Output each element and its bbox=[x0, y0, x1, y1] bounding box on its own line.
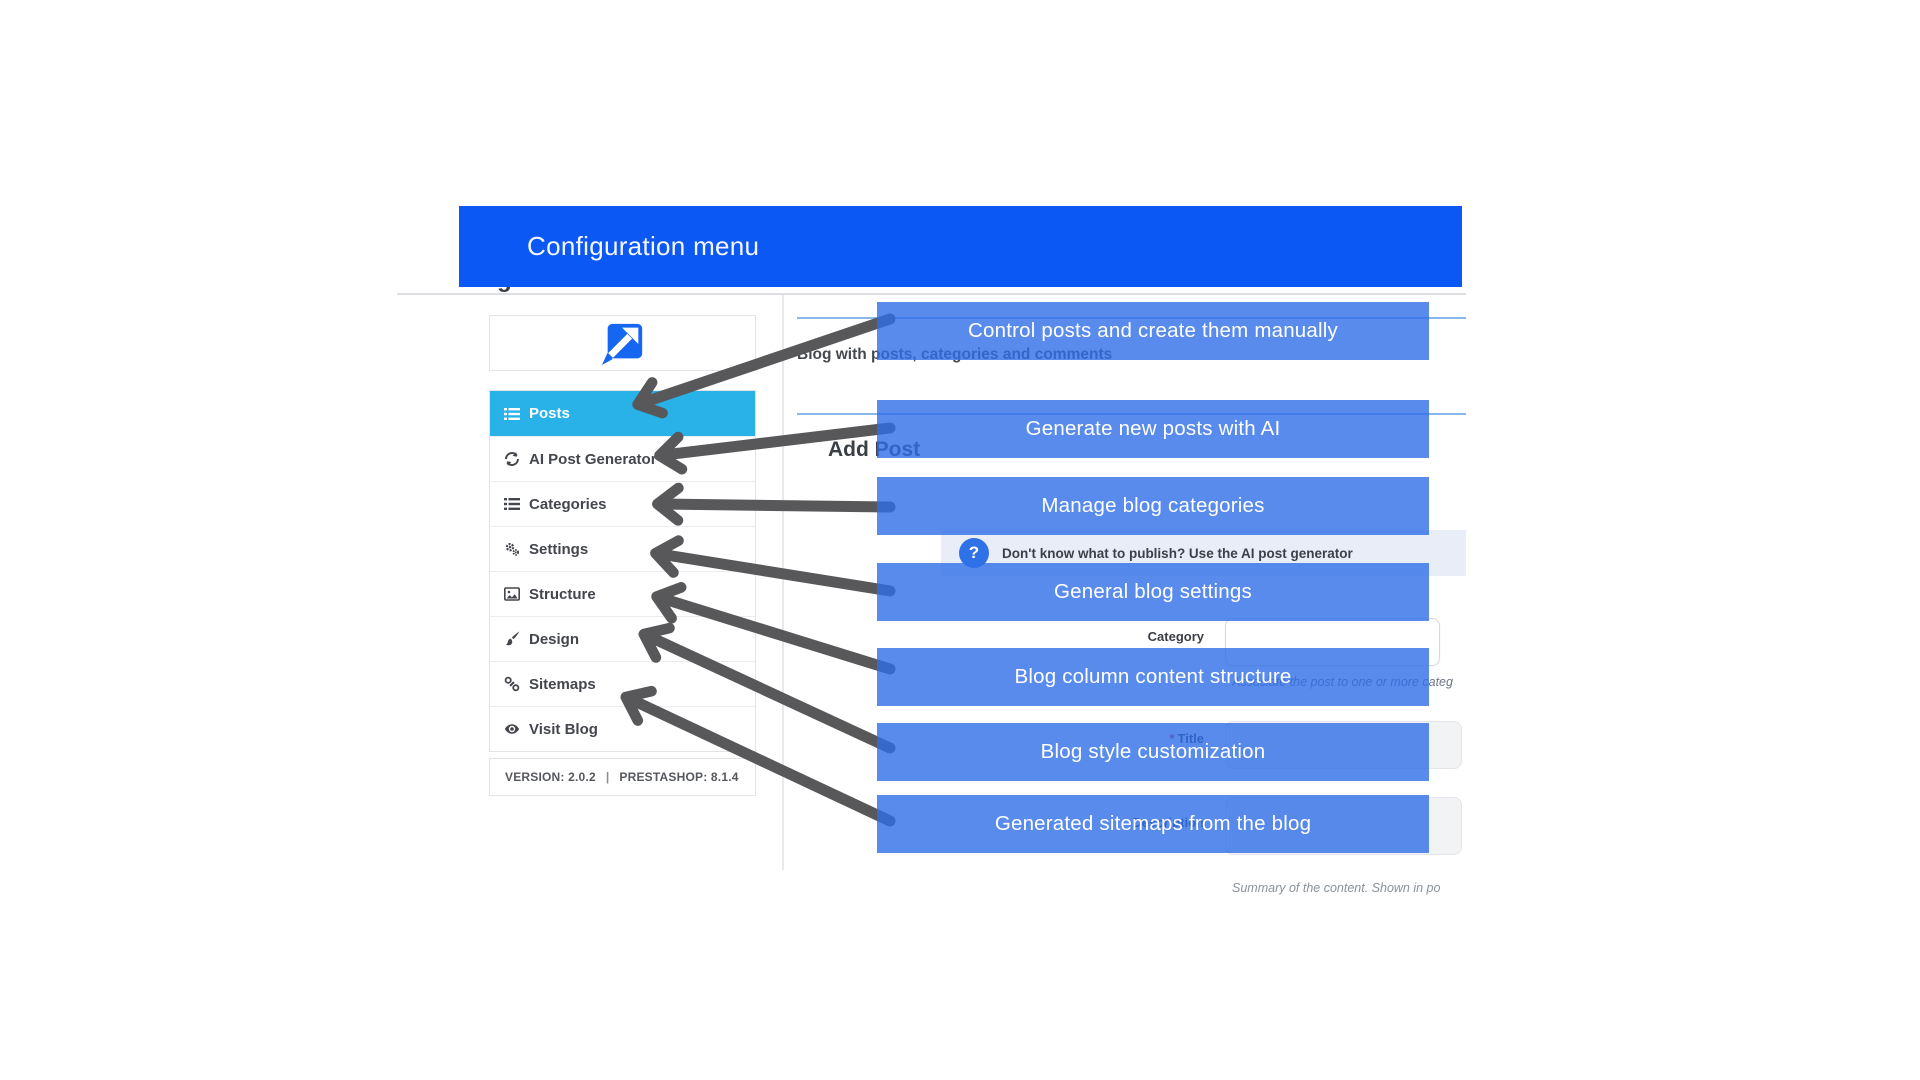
sidebar-item-settings[interactable]: Settings bbox=[490, 526, 755, 571]
brush-icon bbox=[504, 631, 520, 647]
image-icon bbox=[504, 586, 520, 602]
sidebar-item-label: Posts bbox=[529, 405, 570, 422]
sidebar-item-label: Visit Blog bbox=[529, 720, 598, 738]
list-icon bbox=[504, 406, 520, 422]
sidebar-item-sitemaps[interactable]: Sitemaps bbox=[490, 661, 755, 706]
category-label: Category bbox=[1147, 629, 1204, 644]
blog-module-logo-icon bbox=[601, 323, 642, 366]
sync-icon bbox=[504, 451, 520, 467]
configuration-menu-header: Configuration menu bbox=[459, 206, 1462, 287]
sidebar-item-categories[interactable]: Categories bbox=[490, 481, 755, 526]
configuration-menu-title: Configuration menu bbox=[527, 231, 760, 261]
sidebar-item-design[interactable]: Design bbox=[490, 616, 755, 661]
sidebar-item-label: AI Post Generator bbox=[529, 450, 657, 468]
version-separator: | bbox=[605, 770, 610, 784]
description-help-text: Summary of the content. Shown in po bbox=[1232, 881, 1441, 895]
sidebar-item-label: Design bbox=[529, 630, 580, 648]
callout-categories: Manage blog categories bbox=[877, 477, 1429, 535]
callout-posts: Control posts and create them manually bbox=[877, 302, 1429, 360]
sidebar-item-ai-post-generator[interactable]: AI Post Generator bbox=[490, 436, 755, 481]
page-top-divider bbox=[397, 293, 1466, 295]
sidebar-item-label: Structure bbox=[529, 585, 596, 603]
callout-settings: General blog settings bbox=[877, 563, 1429, 621]
list-icon bbox=[504, 496, 520, 512]
sidebar-menu: Posts AI Post Generator Categories Setti… bbox=[489, 390, 756, 752]
sidebar-item-visit-blog[interactable]: Visit Blog bbox=[490, 706, 755, 751]
callout-ai-post-generator: Generate new posts with AI bbox=[877, 400, 1429, 458]
sidebar-item-label: Settings bbox=[529, 540, 589, 558]
ai-hint-text: Don't know what to publish? Use the AI p… bbox=[1002, 545, 1353, 561]
version-label: VERSION: 2.0.2 bbox=[505, 770, 596, 784]
callout-structure: Blog column content structure bbox=[877, 648, 1429, 706]
sidebar-item-label: Categories bbox=[529, 495, 607, 513]
sidebar-item-label: Sitemaps bbox=[529, 675, 596, 693]
callout-design: Blog style customization bbox=[877, 723, 1429, 781]
eye-icon bbox=[504, 721, 520, 737]
link-icon bbox=[504, 676, 520, 692]
module-logo-box bbox=[489, 315, 756, 371]
sidebar-content-divider bbox=[782, 295, 784, 870]
version-info: VERSION: 2.0.2 | PRESTASHOP: 8.1.4 bbox=[489, 758, 756, 796]
gears-icon bbox=[504, 541, 520, 557]
sidebar-item-structure[interactable]: Structure bbox=[490, 571, 755, 616]
callout-sitemaps: Generated sitemaps from the blog bbox=[877, 795, 1429, 853]
sidebar-item-posts[interactable]: Posts bbox=[490, 391, 755, 436]
prestashop-version-label: PRESTASHOP: 8.1.4 bbox=[619, 770, 739, 784]
